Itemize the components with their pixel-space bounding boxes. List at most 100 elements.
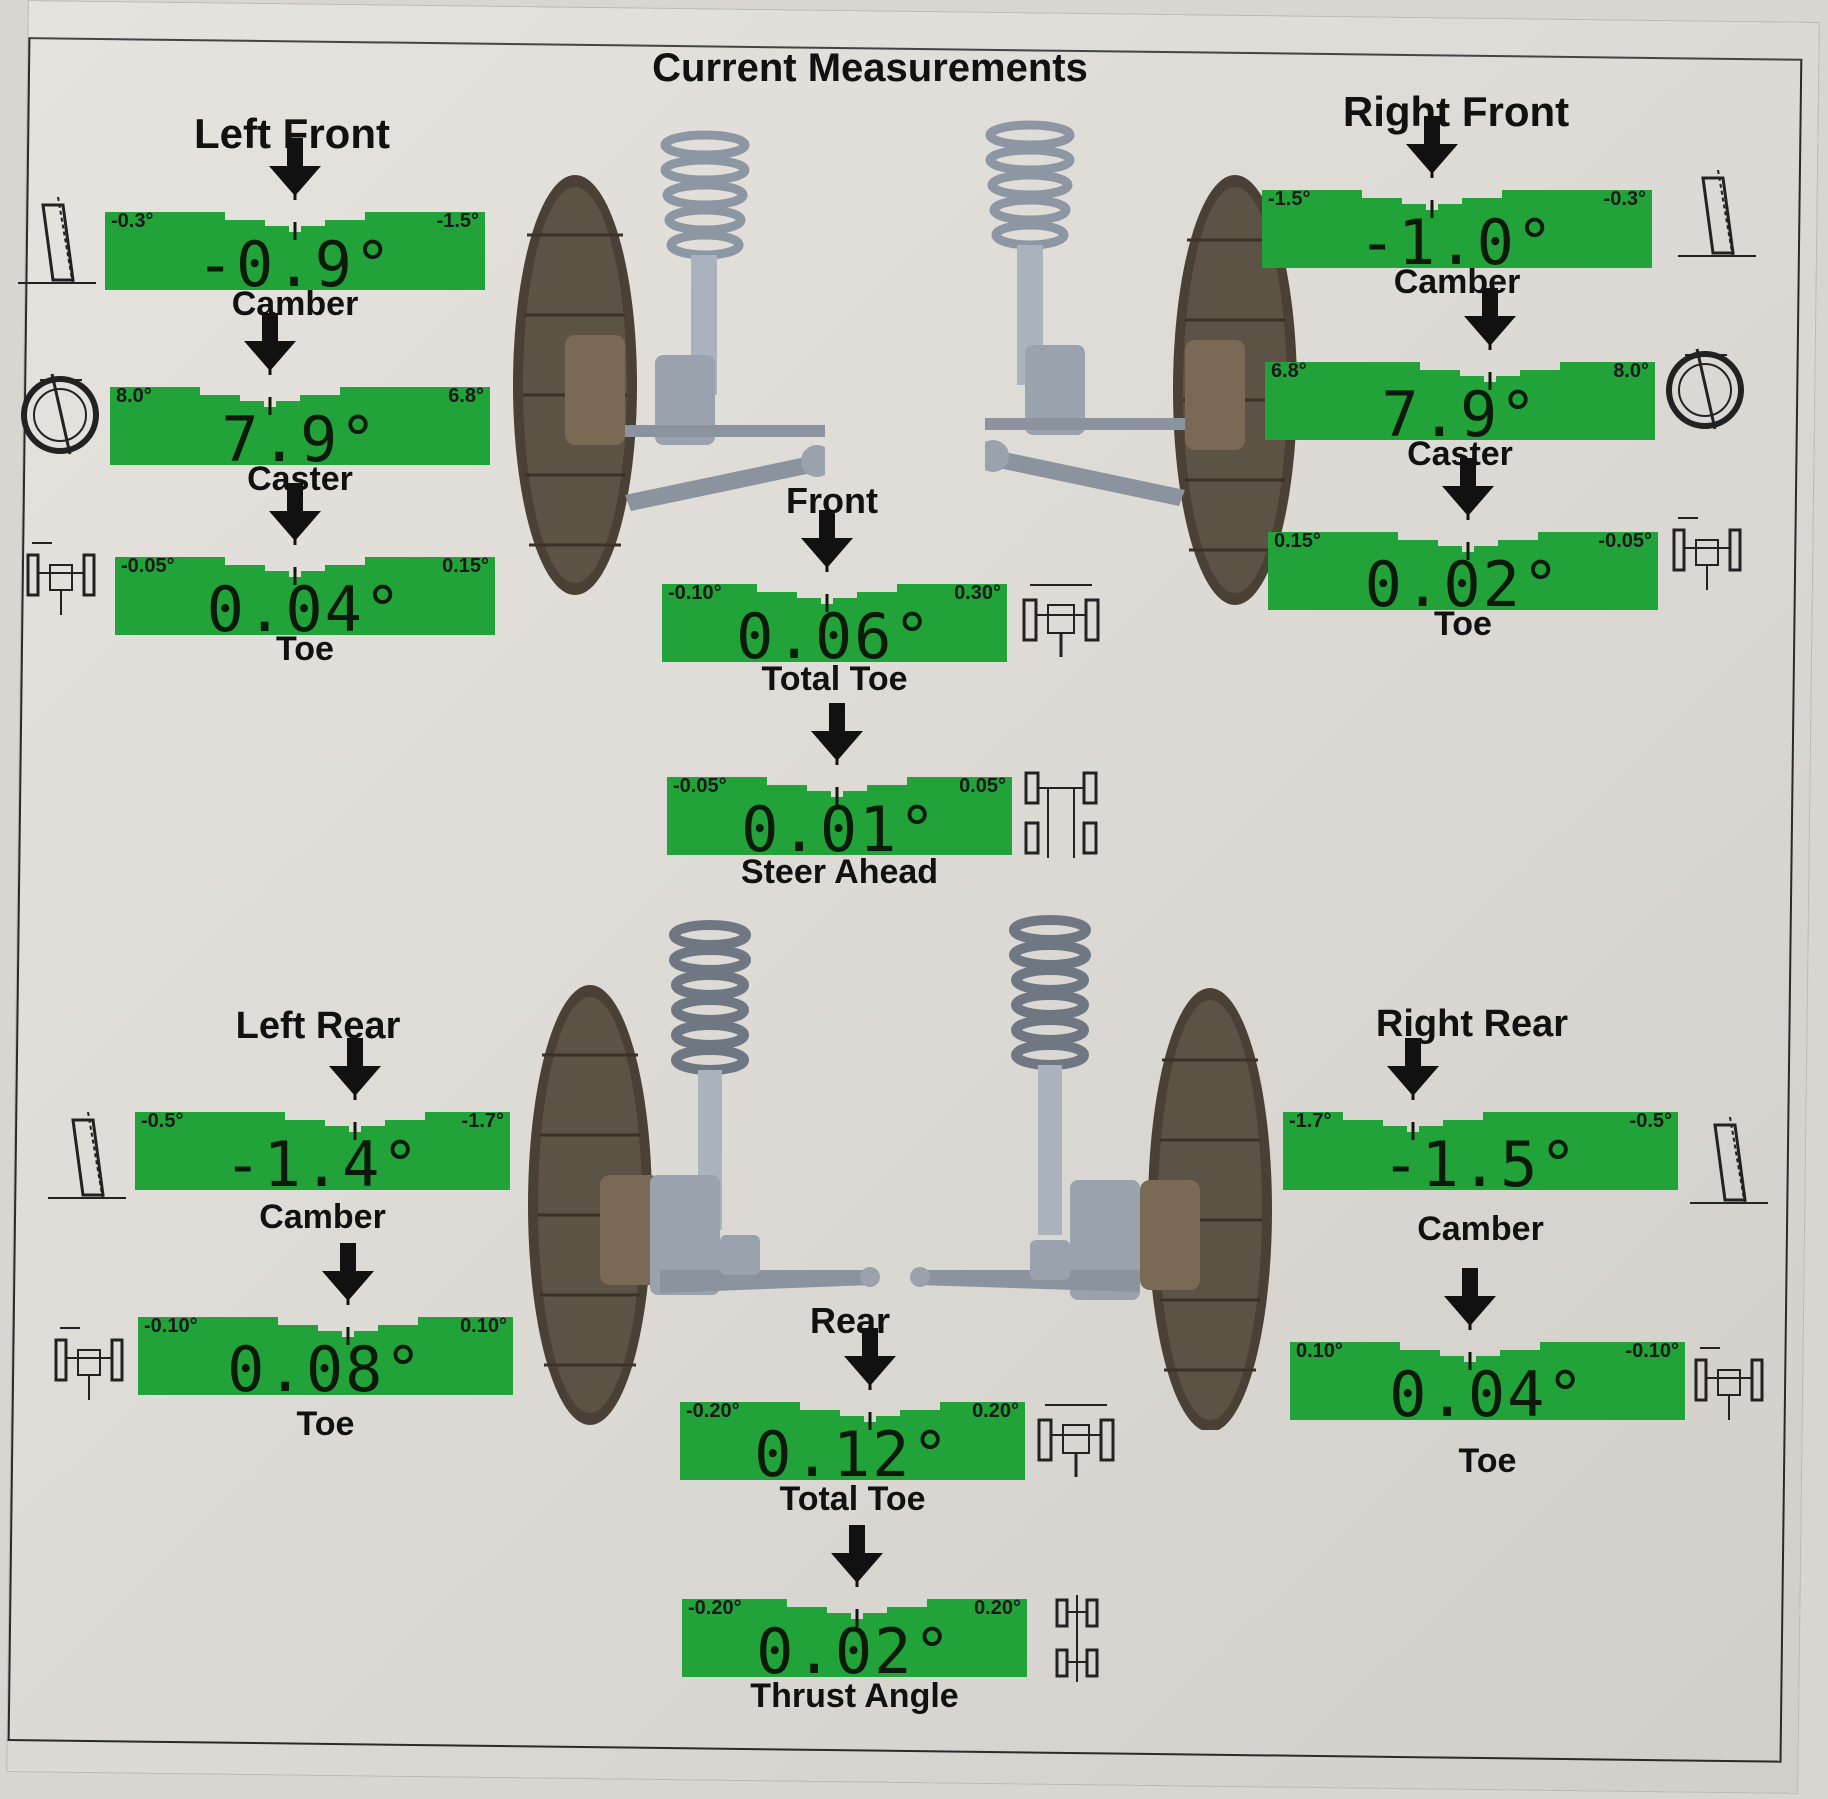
rear-total-toe-value: 0.12°	[754, 1418, 951, 1491]
left-front-caster-min-limit: 8.0°	[116, 385, 152, 407]
rear-thrust-angle-min-limit: -0.20°	[688, 1597, 742, 1619]
right-rear-camber-min-limit: -1.7°	[1289, 1110, 1332, 1132]
left-rear-toe-value: 0.08°	[227, 1333, 424, 1406]
left-front-caster-gauge: 8.0° 6.8° 7.9°	[110, 375, 490, 471]
right-front-toe-toe-icon	[1668, 510, 1748, 605]
front-steer-ahead-gauge: -0.05° 0.05° 0.01°	[667, 765, 1012, 861]
right-rear-toe-toe-icon	[1690, 1340, 1770, 1435]
left-rear-camber-value: -1.4°	[224, 1128, 421, 1201]
left-front-toe-range-bar	[115, 557, 495, 635]
left-rear-toe-gauge: -0.10° 0.10° 0.08°	[138, 1305, 513, 1401]
rear-thrust-angle-range-bar	[682, 1599, 1027, 1677]
left-front-camber-range-bar	[105, 212, 485, 290]
rear-thrust-angle-value: 0.02°	[756, 1615, 953, 1688]
right-front-camber-camber-icon	[1678, 168, 1758, 268]
rear-thrust-angle-max-limit: 0.20°	[974, 1597, 1021, 1619]
right-front-camber-value: -1.0°	[1358, 206, 1556, 279]
front-steer-ahead-min-limit: -0.05°	[673, 775, 727, 797]
front-total-toe-gauge: -0.10° 0.30° 0.06°	[662, 572, 1007, 668]
right-front-camber-max-limit: -0.3°	[1603, 188, 1646, 210]
right-rear-toe-label: Toe	[1458, 1442, 1517, 1480]
front-steer-ahead-indicator-arrow-icon	[807, 703, 867, 765]
rear-thrust-angle-thrust-angle-icon	[1055, 1590, 1100, 1690]
left-rear-toe-max-limit: 0.10°	[460, 1315, 507, 1337]
left-front-toe-label: Toe	[276, 630, 334, 668]
right-front-caster-min-limit: 6.8°	[1271, 360, 1307, 382]
left-front-caster-value: 7.9°	[221, 403, 379, 476]
front-steer-ahead-label: Steer Ahead	[740, 853, 939, 891]
right-front-label: Right Front	[1342, 88, 1570, 135]
rear-thrust-angle-gauge: -0.20° 0.20° 0.02°	[682, 1587, 1027, 1683]
right-front-caster-indicator-arrow-icon	[1460, 288, 1520, 350]
left-rear-camber-label: Camber	[259, 1198, 386, 1236]
right-front-camber-indicator-arrow-icon	[1402, 116, 1462, 178]
right-rear-toe-indicator-arrow-icon	[1440, 1268, 1500, 1330]
left-front-toe-min-limit: -0.05°	[121, 555, 175, 577]
left-rear-toe-toe-icon	[50, 1320, 130, 1415]
right-front-caster-max-limit: 8.0°	[1613, 360, 1649, 382]
left-rear-suspension-image	[528, 920, 880, 1425]
left-rear-camber-gauge: -0.5° -1.7° -1.4°	[135, 1100, 510, 1196]
left-rear-toe-min-limit: -0.10°	[144, 1315, 198, 1337]
rear-total-toe-label: Total Toe	[779, 1480, 926, 1518]
right-front-toe-gauge: 0.15° -0.05° 0.02°	[1268, 520, 1658, 616]
right-rear-camber-value: -1.5°	[1382, 1128, 1579, 1201]
left-rear-camber-min-limit: -0.5°	[141, 1110, 184, 1132]
right-rear-camber-range-bar	[1283, 1112, 1678, 1190]
right-rear-camber-max-limit: -0.5°	[1629, 1110, 1672, 1132]
left-front-camber-max-limit: -1.5°	[436, 210, 479, 232]
left-front-caster-range-bar	[110, 387, 490, 465]
left-rear-camber-camber-icon	[48, 1110, 128, 1210]
right-front-camber-min-limit: -1.5°	[1268, 188, 1311, 210]
right-front-suspension-image	[985, 120, 1297, 605]
right-rear-toe-gauge: 0.10° -0.10° 0.04°	[1290, 1330, 1685, 1426]
right-front-camber-gauge: -1.5° -0.3° -1.0°	[1262, 178, 1652, 274]
left-front-caster-indicator-arrow-icon	[240, 313, 300, 375]
front-total-toe-min-limit: -0.10°	[668, 582, 722, 604]
rear-total-toe-min-limit: -0.20°	[686, 1400, 740, 1422]
right-rear-toe-range-bar	[1290, 1342, 1685, 1420]
left-rear-label: Left Rear	[235, 1005, 401, 1047]
right-front-toe-range-bar	[1268, 532, 1658, 610]
left-front-camber-value: -0.9°	[196, 228, 394, 301]
rear-thrust-angle-label: Thrust Angle	[750, 1677, 959, 1715]
left-front-caster-max-limit: 6.8°	[448, 385, 484, 407]
right-front-toe-max-limit: -0.05°	[1598, 530, 1652, 552]
left-rear-toe-label: Toe	[296, 1405, 355, 1443]
front-steer-ahead-steer-ahead-icon	[1022, 768, 1102, 868]
rear-total-toe-max-limit: 0.20°	[972, 1400, 1019, 1422]
left-front-toe-max-limit: 0.15°	[442, 555, 489, 577]
front-steer-ahead-range-bar	[667, 777, 1012, 855]
front-total-toe-total-toe-icon	[1020, 575, 1105, 665]
front-steer-ahead-max-limit: 0.05°	[959, 775, 1006, 797]
left-front-caster-caster-icon	[20, 370, 105, 460]
left-front-camber-indicator-arrow-icon	[265, 138, 325, 200]
front-steer-ahead-value: 0.01°	[741, 793, 938, 866]
right-front-toe-min-limit: 0.15°	[1274, 530, 1321, 552]
rear-total-toe-total-toe-icon	[1035, 1395, 1120, 1485]
left-rear-toe-range-bar	[138, 1317, 513, 1395]
right-front-toe-label: Toe	[1434, 605, 1492, 643]
right-front-toe-indicator-arrow-icon	[1438, 458, 1498, 520]
left-front-camber-min-limit: -0.3°	[111, 210, 154, 232]
right-rear-camber-gauge: -1.7° -0.5° -1.5°	[1283, 1100, 1678, 1196]
left-front-camber-camber-icon	[18, 195, 98, 295]
right-front-camber-range-bar	[1262, 190, 1652, 268]
left-rear-camber-max-limit: -1.7°	[461, 1110, 504, 1132]
front-total-toe-range-bar	[662, 584, 1007, 662]
rear-thrust-angle-indicator-arrow-icon	[827, 1525, 887, 1587]
left-front-toe-indicator-arrow-icon	[265, 483, 325, 545]
rear-total-toe-range-bar	[680, 1402, 1025, 1480]
left-front-camber-gauge: -0.3° -1.5° -0.9°	[105, 200, 485, 296]
right-rear-camber-indicator-arrow-icon	[1383, 1038, 1443, 1100]
right-rear-camber-label: Camber	[1417, 1210, 1544, 1248]
left-front-camber-label: Camber	[231, 285, 359, 323]
right-front-camber-label: Camber	[1393, 263, 1521, 301]
left-front-toe-toe-icon	[22, 535, 102, 630]
right-rear-toe-min-limit: 0.10°	[1296, 1340, 1343, 1362]
page-title: Current Measurements	[652, 46, 1088, 90]
right-front-caster-range-bar	[1265, 362, 1655, 440]
right-rear-suspension-image	[910, 915, 1272, 1430]
right-front-toe-value: 0.02°	[1364, 548, 1562, 621]
right-front-caster-gauge: 6.8° 8.0° 7.9°	[1265, 350, 1655, 446]
